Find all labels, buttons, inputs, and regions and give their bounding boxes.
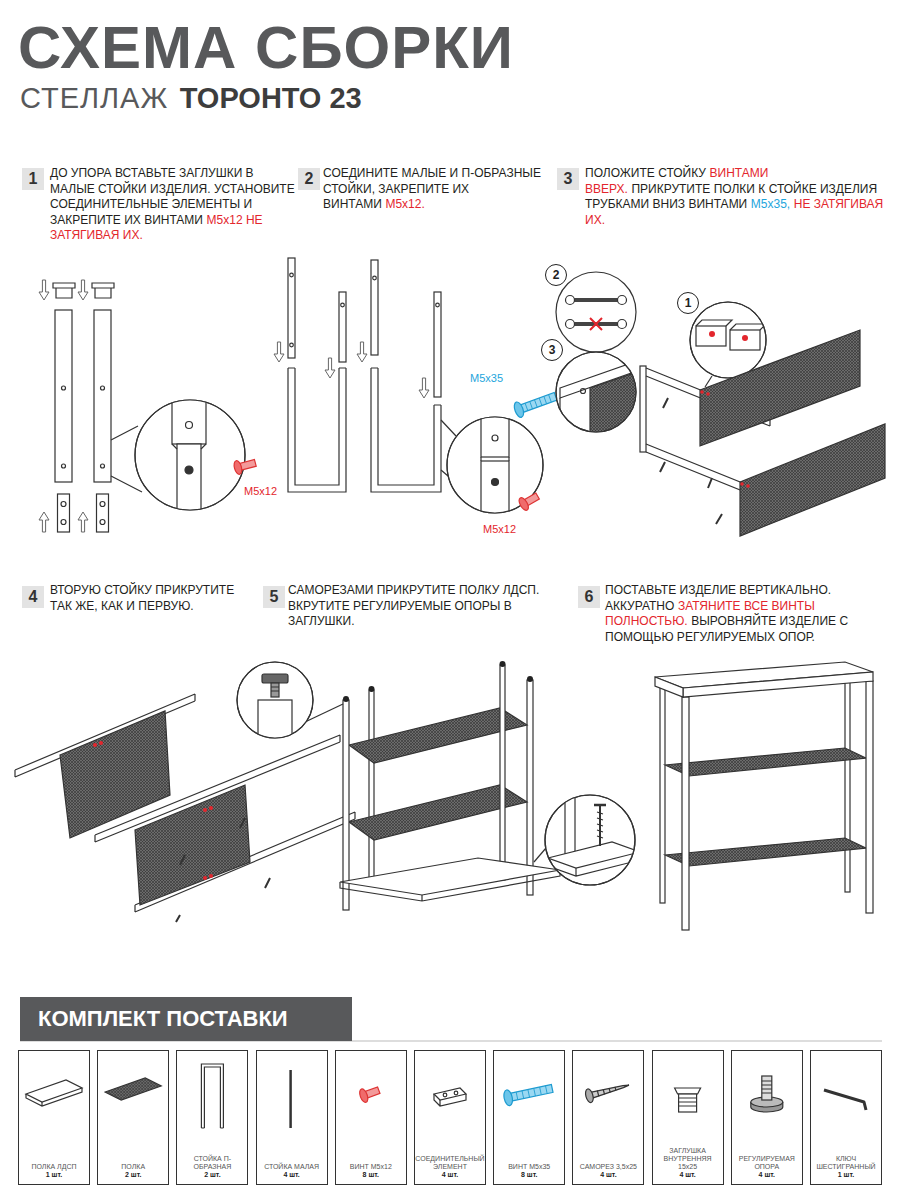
callout-number: 2	[545, 264, 567, 286]
step-number-text: 2	[305, 170, 314, 188]
step-number: 3	[557, 168, 579, 190]
part-box: САМОРЕЗ 3,5x254 шт.	[572, 1050, 644, 1185]
instruction-text-block: ПОЛОЖИТЕ СТОЙКУВИНТАМИ ВВЕРХ.ПРИКРУТИТЕ …	[585, 166, 885, 228]
part-quantity: 2 шт.	[204, 1171, 220, 1179]
step-number: 4	[22, 586, 44, 608]
instruction-text-block: ВТОРУЮ СТОЙКУ ПРИКРУТИТЕ ТАК ЖЕ, КАК И П…	[50, 583, 255, 614]
step-number-text: 6	[585, 588, 594, 606]
step-number: 2	[298, 168, 320, 190]
subtitle: ТОРОНТО 23	[180, 82, 362, 114]
part-name: ПОЛКА ЛДСП	[31, 1163, 76, 1171]
part-box: КЛЮЧ ШЕСТИГРАННЫЙ1 шт.	[810, 1050, 882, 1185]
part-box: РЕГУЛИРУЕМАЯ ОПОРА4 шт.	[731, 1050, 803, 1185]
part-box: ПОЛКА2 шт.	[97, 1050, 169, 1185]
part-box: ЗАГЛУШКА ВНУТРЕННЯЯ 15x254 шт.	[652, 1050, 724, 1185]
part-quantity: 4 шт.	[600, 1171, 616, 1179]
screw-label-highlight: M5x12	[244, 485, 277, 497]
instruction-text-block: ПОСТАВЬТЕ ИЗДЕЛИЕ ВЕРТИКАЛЬНО. АККУРАТНО…	[605, 583, 887, 645]
part-box: СТОЙКА П-ОБРАЗНАЯ2 шт.	[176, 1050, 248, 1185]
screw-label-block: M5x35	[470, 371, 530, 385]
part-quantity: 4 шт.	[759, 1171, 775, 1179]
part-name: САМОРЕЗ 3,5x25	[580, 1163, 637, 1171]
part-box: СТОЙКА МАЛАЯ4 шт.	[256, 1050, 328, 1185]
subtitle: СТЕЛЛАЖ	[20, 82, 168, 114]
part-name: ВИНТ M5x35	[508, 1163, 550, 1171]
part-quantity: 2 шт.	[125, 1171, 141, 1179]
part-name: ПОЛКА	[121, 1163, 145, 1171]
part-name: ЗАГЛУШКА ВНУТРЕННЯЯ 15x25	[655, 1147, 721, 1171]
callout-number: 3	[541, 339, 563, 361]
instruction-text: САМОРЕЗАМИ ПРИКРУТИТЕ ПОЛКУ ЛДСП. ВКРУТИ…	[288, 583, 539, 628]
callout-number: 1	[677, 292, 699, 314]
instruction-text-highlight: M5x35,	[751, 197, 790, 211]
part-name: СТОЙКА П-ОБРАЗНАЯ	[179, 1155, 245, 1171]
instruction-text-block: ДО УПОРА ВСТАВЬТЕ ЗАГЛУШКИ В МАЛЫЕ СТОЙК…	[50, 166, 298, 244]
part-box: ПОЛКА ЛДСП1 шт.	[18, 1050, 90, 1185]
step-number-text: 5	[270, 588, 279, 606]
part-name: РЕГУЛИРУЕМАЯ ОПОРА	[734, 1155, 800, 1171]
page-title: СХЕМА СБОРКИ	[18, 18, 514, 78]
callout-number-text: 3	[549, 343, 556, 357]
part-name: КЛЮЧ ШЕСТИГРАННЫЙ	[813, 1155, 879, 1171]
part-quantity: 4 шт.	[442, 1171, 458, 1179]
step-number-text: 1	[29, 170, 38, 188]
callout-number-text: 2	[553, 268, 560, 282]
part-box: СОЕДИНИТЕЛЬНЫЙ ЭЛЕМЕНТ4 шт.	[414, 1050, 486, 1185]
subtitle-block: СТЕЛЛАЖ ТОРОНТО 23	[20, 84, 720, 113]
part-quantity: 1 шт.	[46, 1171, 62, 1179]
screw-label-highlight: M5x12	[483, 523, 516, 535]
step-number-text: 4	[29, 588, 38, 606]
step-number: 5	[263, 586, 285, 608]
instruction-text-highlight: M5x12.	[385, 197, 424, 211]
instruction-text-block: САМОРЕЗАМИ ПРИКРУТИТЕ ПОЛКУ ЛДСП. ВКРУТИ…	[288, 583, 558, 630]
part-name: СОЕДИНИТЕЛЬНЫЙ ЭЛЕМЕНТ	[415, 1155, 484, 1171]
instruction-text: ПОЛОЖИТЕ СТОЙКУ	[585, 166, 706, 180]
section-band-text: КОМПЛЕКТ ПОСТАВКИ	[38, 1006, 288, 1032]
screw-label-highlight: M5x35	[470, 372, 503, 384]
step-number: 6	[578, 586, 600, 608]
part-quantity: 8 шт.	[363, 1171, 379, 1179]
step-number-text: 3	[564, 170, 573, 188]
part-name: ВИНТ M5x12	[350, 1163, 392, 1171]
part-quantity: 4 шт.	[283, 1171, 299, 1179]
screw-label-block: M5x12	[244, 484, 304, 498]
part-quantity: 4 шт.	[679, 1171, 695, 1179]
step-number: 1	[22, 168, 44, 190]
screw-label-block: M5x12	[483, 522, 543, 536]
part-quantity: 1 шт.	[838, 1171, 854, 1179]
part-quantity: 8 шт.	[521, 1171, 537, 1179]
instruction-text: СОЕДИНИТЕ МАЛЫЕ И П-ОБРАЗНЫЕ СТОЙКИ, ЗАК…	[323, 166, 541, 211]
section-band: КОМПЛЕКТ ПОСТАВКИ	[20, 997, 352, 1041]
instruction-text: ВТОРУЮ СТОЙКУ ПРИКРУТИТЕ ТАК ЖЕ, КАК И П…	[50, 583, 234, 613]
callout-number-text: 1	[685, 296, 692, 310]
instruction-text-block: СОЕДИНИТЕ МАЛЫЕ И П-ОБРАЗНЫЕ СТОЙКИ, ЗАК…	[323, 166, 545, 213]
part-name: СТОЙКА МАЛАЯ	[264, 1163, 319, 1171]
part-box: ВИНТ M5x128 шт.	[335, 1050, 407, 1185]
part-box: ВИНТ M5x358 шт.	[493, 1050, 565, 1185]
